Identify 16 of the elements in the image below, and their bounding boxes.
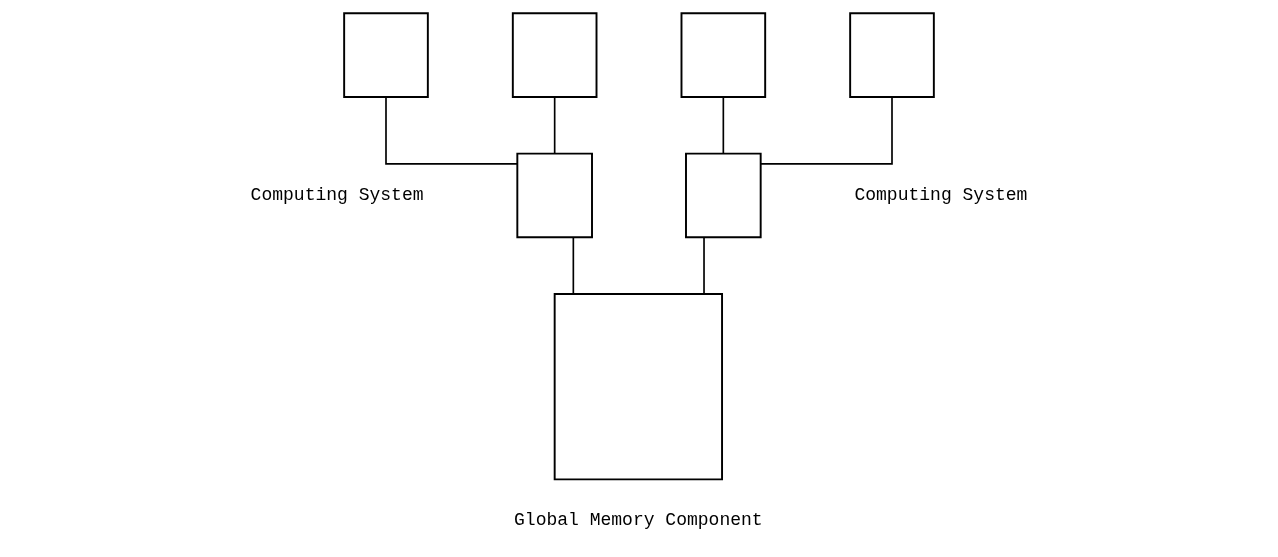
node-box bbox=[516, 152, 593, 239]
connector bbox=[722, 96, 725, 155]
node-box bbox=[553, 293, 723, 481]
node-box bbox=[680, 12, 767, 98]
connector bbox=[572, 236, 575, 295]
connector bbox=[759, 96, 893, 165]
connector bbox=[553, 96, 556, 155]
node-box bbox=[343, 12, 429, 98]
node-label: Global Memory Component bbox=[514, 510, 763, 531]
label: Computing System bbox=[854, 185, 1028, 206]
connector bbox=[385, 96, 519, 165]
connector bbox=[703, 236, 705, 295]
node-box bbox=[849, 12, 935, 98]
label: Computing System bbox=[250, 185, 424, 206]
node-box bbox=[511, 12, 598, 98]
node-box bbox=[685, 152, 762, 239]
